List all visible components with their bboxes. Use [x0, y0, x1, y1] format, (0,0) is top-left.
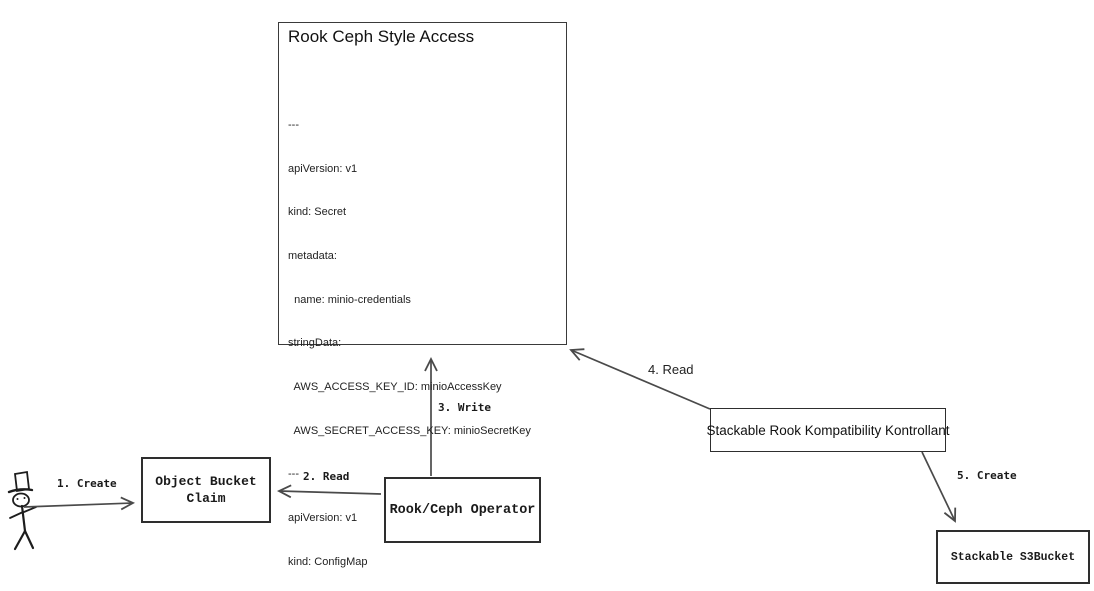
yaml-line: kind: Secret	[288, 206, 347, 219]
node-rook-ceph-operator: Rook/Ceph Operator	[384, 477, 541, 543]
arrow-label-2-read: 2. Read	[303, 470, 350, 483]
user-actor-stick-figure	[7, 470, 37, 551]
yaml-line: metadata:	[288, 250, 337, 263]
arrow-label-5-create: 5. Create	[957, 469, 1017, 482]
yaml-line: stringData:	[288, 337, 342, 350]
node-object-bucket-claim: Object Bucket Claim	[141, 457, 271, 523]
arrow-label-3-write: 3. Write	[438, 401, 491, 414]
node-rook-ceph-style-access: Rook Ceph Style Access --- apiVersion: v…	[278, 22, 567, 568]
node-stackable-rook-kompatibility-kontrollant: Stackable Rook Kompatibility Kontrollant	[706, 408, 950, 452]
yaml-line: AWS_ACCESS_KEY_ID: minioAccessKey	[288, 380, 502, 393]
node-label: Stackable Rook Kompatibility Kontrollant	[706, 422, 950, 438]
main-box-title: Rook Ceph Style Access	[288, 27, 475, 46]
node-label: Rook/Ceph Operator	[389, 502, 536, 518]
yaml-line: AWS_SECRET_ACCESS_KEY: minioSecretKey	[288, 424, 531, 437]
arrow-label-4-read: 4. Read	[648, 362, 694, 377]
yaml-line: ---	[288, 468, 299, 481]
arrow-1-create	[23, 496, 136, 511]
yaml-line: apiVersion: v1	[288, 162, 358, 175]
node-stackable-s3bucket: Stackable S3Bucket	[936, 530, 1090, 584]
node-label: Object Bucket Claim	[155, 474, 257, 506]
yaml-line: kind: ConfigMap	[288, 555, 368, 568]
arrow-label-1-create: 1. Create	[57, 477, 117, 490]
yaml-line: name: minio-credentials	[288, 293, 411, 306]
yaml-line: ---	[288, 119, 299, 132]
node-label: Stackable S3Bucket	[950, 550, 1076, 564]
yaml-line: apiVersion: v1	[288, 511, 358, 524]
yaml-manifest: --- apiVersion: v1 kind: Secret metadata…	[288, 89, 531, 591]
arrow-5-create	[921, 451, 957, 523]
top-hat-icon	[14, 470, 30, 493]
arrow-4-read	[569, 348, 711, 410]
